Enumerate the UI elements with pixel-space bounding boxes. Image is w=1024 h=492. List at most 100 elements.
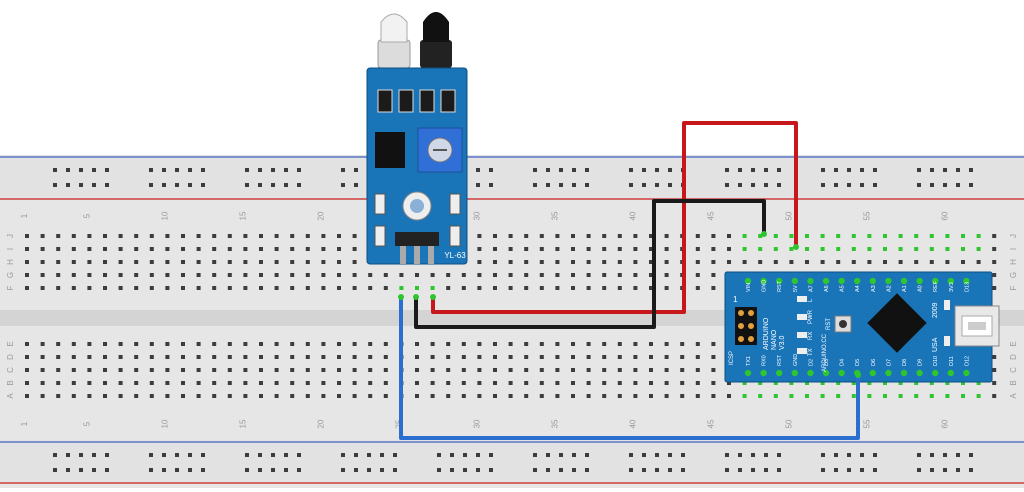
breadboard-hole — [945, 247, 950, 251]
breadboard-hole — [118, 273, 123, 277]
breadboard-hole — [321, 260, 326, 264]
arduino-pin-label: A1 — [902, 285, 908, 292]
breadboard-hole — [103, 355, 107, 359]
breadboard-hole — [508, 381, 513, 385]
breadboard-hole — [555, 234, 560, 238]
breadboard-hole — [212, 286, 217, 290]
breadboard-hole — [212, 368, 217, 372]
power-rail-hole — [668, 168, 672, 172]
arduino-pin-label: D9 — [918, 359, 924, 366]
breadboard-hole — [118, 286, 123, 290]
power-rail-hole — [943, 453, 947, 457]
breadboard-hole — [633, 247, 638, 251]
breadboard-hole — [461, 342, 466, 346]
breadboard-hole — [555, 286, 560, 290]
power-rail-hole — [642, 453, 646, 457]
breadboard-hole — [805, 247, 809, 251]
breadboard-hole — [992, 394, 997, 398]
power-rail-hole — [572, 453, 576, 457]
breadboard-hole — [134, 260, 139, 264]
power-rail-hole — [821, 468, 825, 472]
power-rail-hole — [188, 453, 192, 457]
column-number-label: 55 — [862, 419, 871, 428]
breadboard-hole — [40, 342, 45, 346]
breadboard-hole — [555, 342, 560, 346]
breadboard-hole — [477, 368, 482, 372]
breadboard-hole — [742, 247, 747, 251]
breadboard-hole — [820, 234, 825, 238]
power-rail-hole — [969, 453, 973, 457]
breadboard-hole — [493, 394, 497, 398]
arduino-pin-label: A0 — [918, 285, 924, 292]
breadboard-hole — [695, 342, 700, 346]
power-rail-hole — [66, 183, 70, 187]
breadboard-hole — [40, 286, 45, 290]
column-number-label: 10 — [160, 211, 169, 220]
breadboard-hole — [976, 247, 981, 251]
breadboard-hole — [680, 394, 685, 398]
breadboard-hole — [867, 260, 872, 264]
breadboard-hole — [71, 355, 76, 359]
power-rail-hole — [655, 468, 659, 472]
power-rail-hole — [450, 453, 454, 457]
breadboard-hole — [337, 381, 341, 385]
breadboard-hole — [243, 381, 248, 385]
breadboard-hole — [259, 273, 263, 277]
breadboard-hole — [571, 342, 575, 346]
breadboard-hole — [134, 234, 139, 238]
breadboard-hole — [477, 260, 482, 264]
breadboard-hole — [290, 234, 295, 238]
power-rail-hole — [105, 168, 109, 172]
power-rail-hole — [79, 468, 83, 472]
power-rail-hole — [847, 468, 851, 472]
breadboard-hole — [40, 355, 45, 359]
ir-emitter-led — [380, 13, 408, 43]
arduino-pin — [791, 277, 798, 285]
row-letter-label: E — [6, 341, 15, 346]
power-rail-hole — [655, 453, 659, 457]
sensor-model-label: YL-63 — [444, 251, 466, 260]
ir-receiver-led — [423, 12, 449, 42]
breadboard-hole — [227, 342, 232, 346]
breadboard-hole — [539, 273, 544, 277]
power-rail-hole — [271, 468, 275, 472]
breadboard-hole — [118, 394, 123, 398]
column-number-label: 25 — [394, 419, 403, 428]
breadboard-hole — [56, 381, 61, 385]
breadboard-hole — [227, 394, 232, 398]
breadboard-hole — [196, 394, 201, 398]
breadboard-hole — [883, 394, 887, 398]
breadboard-hole — [415, 381, 419, 385]
breadboard-hole — [571, 368, 575, 372]
breadboard-hole — [992, 286, 997, 290]
breadboard-hole — [25, 273, 29, 277]
arduino-pin — [744, 277, 752, 285]
microcontroller-chip — [867, 293, 927, 353]
breadboard-hole — [227, 234, 232, 238]
breadboard-hole — [773, 260, 778, 264]
power-rail-hole — [629, 183, 633, 187]
breadboard-hole — [664, 247, 669, 251]
breadboard-hole — [25, 286, 29, 290]
power-rail-hole — [546, 183, 550, 187]
power-rail-hole — [476, 183, 480, 187]
breadboard-hole — [602, 394, 607, 398]
breadboard-hole — [274, 247, 279, 251]
breadboard-hole — [305, 394, 310, 398]
power-rail-hole — [297, 468, 301, 472]
breadboard-hole — [134, 247, 139, 251]
power-rail-hole — [437, 453, 441, 457]
breadboard-hole — [243, 368, 248, 372]
arduino-pin — [932, 277, 939, 285]
breadboard-hole — [758, 247, 763, 251]
breadboard-hole — [196, 342, 201, 346]
arduino-pin — [885, 369, 892, 377]
power-rail-hole — [860, 168, 864, 172]
row-letter-label: J — [6, 234, 15, 238]
arduino-pin — [854, 277, 861, 285]
breadboard-hole — [524, 247, 529, 251]
breadboard-hole — [56, 342, 61, 346]
arduino-pin — [900, 369, 908, 377]
breadboard-hole — [867, 394, 872, 398]
breadboard-hole — [103, 342, 107, 346]
